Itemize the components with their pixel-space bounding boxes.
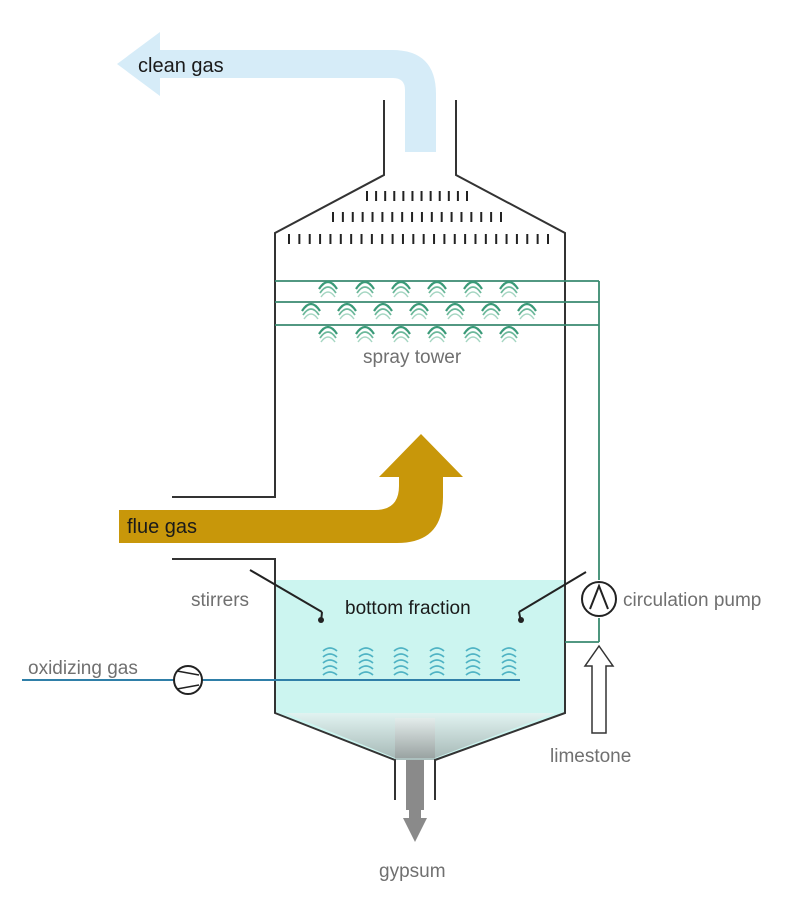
spray-nozzle bbox=[426, 325, 448, 344]
stirrer-left bbox=[249, 569, 324, 623]
spray-nozzles bbox=[300, 280, 538, 344]
spray-nozzle bbox=[300, 302, 322, 321]
spray-nozzle bbox=[336, 302, 358, 321]
spray-nozzle bbox=[516, 302, 538, 321]
spray-nozzle bbox=[390, 325, 412, 344]
circulation-pump-icon bbox=[581, 581, 617, 617]
stirrers-label: stirrers bbox=[191, 590, 249, 611]
spray-pipes bbox=[275, 280, 600, 643]
gypsum-arrow bbox=[403, 806, 427, 842]
spray-nozzle bbox=[354, 325, 376, 344]
oxidizing-gas-label: oxidizing gas bbox=[28, 658, 138, 679]
mist-eliminator bbox=[288, 191, 549, 244]
oxidizing-gas-blower-icon bbox=[173, 665, 203, 695]
spray-nozzle bbox=[498, 280, 520, 299]
spray-nozzle bbox=[462, 325, 484, 344]
clean-gas-label: clean gas bbox=[138, 55, 224, 77]
spray-nozzle bbox=[317, 325, 339, 344]
outlet-pipe bbox=[406, 760, 424, 810]
spray-nozzle bbox=[498, 325, 520, 344]
vessel bbox=[172, 100, 566, 800]
limestone-label: limestone bbox=[550, 746, 631, 767]
stirrer-right bbox=[518, 571, 587, 623]
spray-nozzle bbox=[480, 302, 502, 321]
flue-gas-arrow bbox=[119, 434, 463, 543]
clean-gas-arrow bbox=[117, 32, 436, 152]
spray-nozzle bbox=[317, 280, 339, 299]
gypsum-label: gypsum bbox=[379, 861, 446, 882]
spray-nozzle bbox=[390, 280, 412, 299]
spray-tower-label: spray tower bbox=[363, 347, 462, 368]
spray-nozzle bbox=[462, 280, 484, 299]
circulation-pump-label: circulation pump bbox=[623, 590, 761, 611]
spray-nozzle bbox=[426, 280, 448, 299]
bottom-fraction-label: bottom fraction bbox=[345, 598, 471, 619]
funnel-shade bbox=[285, 713, 555, 758]
spray-nozzle bbox=[372, 302, 394, 321]
spray-nozzle bbox=[354, 280, 376, 299]
spray-nozzle bbox=[408, 302, 430, 321]
spray-nozzle bbox=[444, 302, 466, 321]
flue-gas-label: flue gas bbox=[127, 516, 197, 538]
limestone-arrow bbox=[583, 644, 615, 734]
